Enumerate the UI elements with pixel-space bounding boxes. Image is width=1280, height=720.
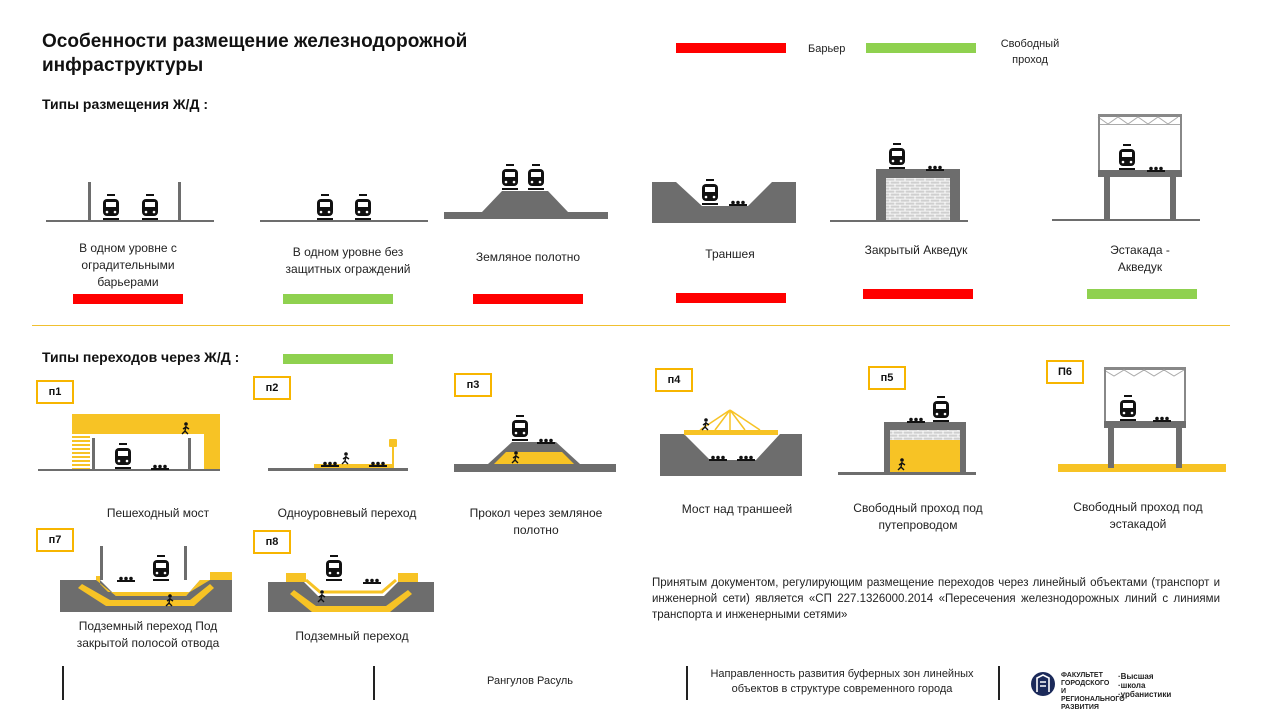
diagram-closed-aqueduct: [830, 143, 968, 222]
university-logo-icon: [1031, 672, 1055, 696]
crossings-status: [283, 354, 393, 364]
footer-divider-1: [62, 666, 64, 700]
placement-status-3: [473, 294, 583, 304]
page-title: Особенности размещение железнодорожной и…: [42, 31, 468, 76]
footer-divider-3: [686, 666, 688, 700]
placement-status-6: [1087, 289, 1197, 299]
badge-p7: п7: [36, 528, 74, 552]
regulation-note: Принятым документом, регулирующим размещ…: [652, 577, 1220, 621]
footer-faculty: ФАКУЛЬТЕТ ГОРОДСКОГО И РЕГИОНАЛЬНОГО РАЗ…: [1061, 672, 1125, 711]
footer-author: Рангулов Расуль: [487, 675, 573, 687]
diagram-at-grade-barriers: [46, 182, 214, 222]
section-divider: [32, 325, 1230, 326]
crossing-label-p2: Одноуровневый переход: [277, 506, 417, 520]
diagram-embankment: [444, 164, 608, 219]
footer-topic: Направленность развития буферных зон лин…: [710, 668, 974, 695]
placement-status-2: [283, 294, 393, 304]
crossing-label-p6: Свободный проход под эстакадой: [1073, 500, 1203, 531]
badge-p2: п2: [253, 376, 291, 400]
crossings-heading: Типы переходов через Ж/Д :: [42, 349, 240, 365]
crossing-label-p1: Пешеходный мост: [106, 506, 210, 520]
diagram-underpass: [268, 555, 434, 612]
placement-label-6: Эстакада - Акведук: [1110, 243, 1170, 274]
diagram-underpass-closed: [60, 546, 232, 612]
diagram-overpass-aqueduct: [1052, 114, 1200, 221]
badge-p4: п4: [655, 368, 693, 392]
footer-divider-2: [373, 666, 375, 700]
badge-p1: п1: [36, 380, 74, 404]
crossing-label-p8: Подземный переход: [295, 629, 409, 643]
diagram-under-overpass: [1058, 367, 1226, 472]
placement-label-2: В одном уровне без защитных ограждений: [285, 245, 411, 276]
placement-status-5: [863, 289, 973, 299]
legend-free-label: Свободный проход: [1000, 38, 1060, 66]
diagram-at-grade-open: [260, 194, 428, 222]
diagram-embankment-tunnel: [454, 415, 616, 472]
diagram-trench-bridge: [660, 409, 802, 476]
crossing-label-p5: Свободный проход под путепроводом: [853, 501, 983, 532]
legend-free-swatch: [866, 43, 976, 53]
placement-status-1: [73, 294, 183, 304]
diagram-trench: [652, 179, 796, 223]
footer-divider-4: [998, 666, 1000, 700]
crossing-label-p3: Прокол через земляное полотно: [469, 506, 603, 537]
diagram-level-crossing: [268, 439, 408, 471]
placement-label-1: В одном уровне с оградительными барьерам…: [79, 241, 177, 289]
badge-p8: п8: [253, 530, 291, 554]
badge-p6: П6: [1046, 360, 1084, 384]
badge-p5: п5: [868, 366, 906, 390]
legend-barrier-swatch: [676, 43, 786, 53]
placement-heading: Типы размещения Ж/Д :: [42, 96, 208, 112]
placement-label-4: Траншея: [705, 247, 755, 261]
placement-label-3: Земляное полотно: [475, 250, 581, 264]
placement-label-5: Закрытый Акведук: [864, 243, 968, 257]
badge-p3: п3: [454, 373, 492, 397]
diagram-underpass-viaduct: [838, 396, 976, 475]
placement-status-4: [676, 293, 786, 303]
crossing-label-p7: Подземный переход Под закрытой полосой о…: [76, 619, 220, 650]
legend-barrier-label: Барьер: [808, 43, 846, 55]
crossing-label-p4: Мост над траншеей: [681, 502, 793, 516]
footer-school: ·Высшая ·школа ·урбанистики: [1118, 672, 1172, 699]
diagram-footbridge: [38, 414, 220, 471]
